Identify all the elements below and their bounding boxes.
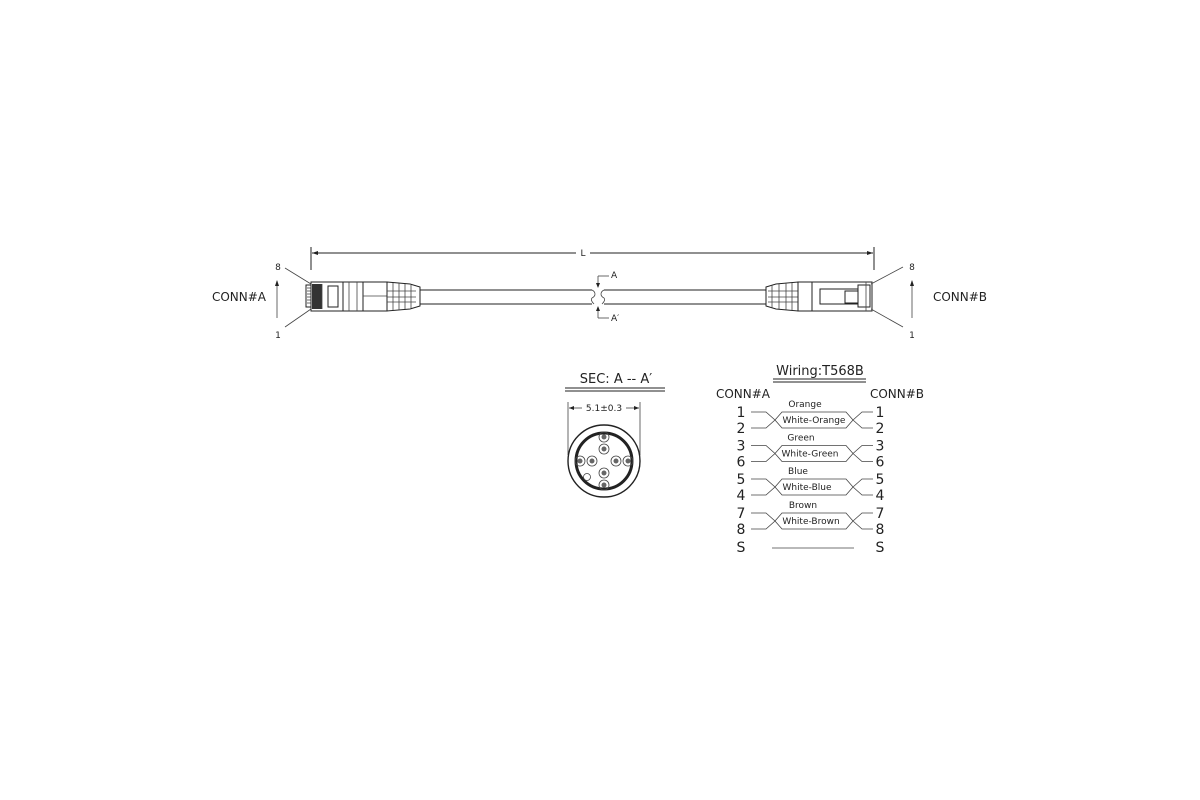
section-title: SEC: A -- A′: [580, 372, 652, 387]
wiring-title: Wiring:T568B: [776, 364, 864, 379]
pin-left: 8: [737, 522, 746, 538]
wire-pair: Green 3 6 3 6 White-Green: [737, 434, 885, 471]
connector-b: 8 1 CONN#B: [765, 263, 987, 341]
wire-pair: Orange 1 2 1 2 White-Orange: [737, 400, 885, 437]
shield-row: S S: [737, 540, 885, 556]
pin-right: 4: [876, 488, 885, 504]
twist-label: White-Green: [781, 450, 838, 460]
arrow-up-icon: [910, 280, 914, 286]
shield: [574, 431, 634, 491]
wiring-diagram: Wiring:T568B CONN#A CONN#B Orange 1 2 1 …: [716, 364, 924, 556]
cable: A A′: [420, 271, 766, 324]
conn-b-pin-top: 8: [909, 263, 915, 273]
conn-b-pin-bottom: 1: [909, 331, 915, 341]
wire-pair: Brown 7 8 7 8 White-Brown: [737, 501, 885, 538]
pin-right: 8: [876, 522, 885, 538]
pin-left: 3: [737, 439, 746, 455]
twist-label: White-Blue: [782, 483, 831, 493]
twist-label: White-Orange: [783, 416, 846, 426]
pin-right: 3: [876, 439, 885, 455]
conn-a-pin-top: 8: [275, 263, 281, 273]
pin-left: 4: [737, 488, 746, 504]
pin-left: 7: [737, 506, 746, 522]
pin-right: 1: [876, 405, 885, 421]
pin-left: 6: [737, 455, 746, 471]
conn-a-pin-bottom: 1: [275, 331, 281, 341]
length-dimension: L: [310, 247, 875, 270]
pin-left: 1: [737, 405, 746, 421]
section-mark-bottom: A′: [611, 314, 619, 324]
pair-color-label: Orange: [788, 400, 822, 410]
conn-b-label: CONN#B: [933, 290, 987, 304]
wiring-right-header: CONN#B: [870, 387, 924, 401]
section-marker: A A′: [596, 271, 619, 324]
cross-section: SEC: A -- A′ 5.1±0.3: [565, 372, 665, 498]
conn-a-label: CONN#A: [212, 290, 267, 304]
pin-left: 2: [737, 421, 746, 437]
twist-label: White-Brown: [782, 517, 839, 527]
pin-right: 7: [876, 506, 885, 522]
pair-color-label: Blue: [788, 467, 808, 477]
jacket: [567, 424, 641, 498]
shield-right-label: S: [876, 540, 885, 556]
pair-color-label: Brown: [789, 501, 817, 511]
wiring-left-header: CONN#A: [716, 387, 771, 401]
pin-right: 6: [876, 455, 885, 471]
drain-wire: [583, 473, 591, 481]
pair-color-label: Green: [787, 434, 814, 444]
pin-right: 2: [876, 421, 885, 437]
diameter-label: 5.1±0.3: [586, 404, 622, 414]
connector-a: 8 1 CONN#A: [212, 263, 421, 341]
wire-pair: Blue 5 4 5 4 White-Blue: [737, 467, 885, 504]
section-mark-top: A: [611, 271, 618, 281]
length-label: L: [580, 249, 585, 259]
pin-left: 5: [737, 472, 746, 488]
arrow-up-icon: [275, 280, 279, 286]
boot-ribs: [387, 283, 416, 310]
conductors: [574, 431, 634, 491]
shield-left-label: S: [737, 540, 746, 556]
boot-ribs: [768, 283, 798, 310]
pin-right: 5: [876, 472, 885, 488]
